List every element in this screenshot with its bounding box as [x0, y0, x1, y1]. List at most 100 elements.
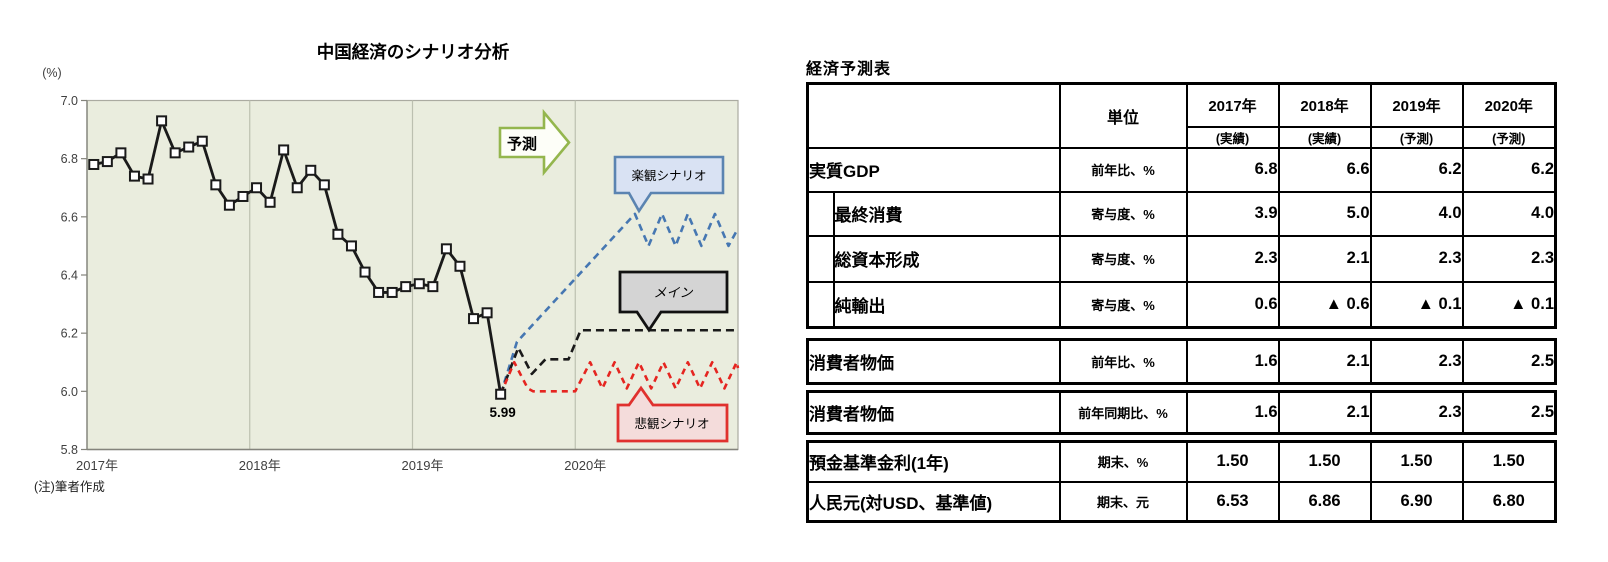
data-point-marker	[142, 173, 154, 185]
forecast-arrow-label: 予測	[507, 135, 537, 153]
cell-value: 2.1	[1277, 338, 1372, 385]
main-callout-box	[618, 270, 729, 333]
row-label: 預金基準金利(1年)	[806, 440, 1061, 483]
row-unit: 前年比、%	[1058, 338, 1188, 385]
pessimistic-callout-box	[616, 385, 729, 443]
row-unit: 寄与度、%	[1058, 190, 1188, 237]
y-axis-unit-label: (%)	[42, 66, 61, 80]
y-axis-tick-labels: 7.06.86.66.46.26.05.8	[61, 94, 78, 457]
cell-value: 2.5	[1461, 390, 1557, 435]
y-tick-label: 7.0	[61, 94, 78, 108]
cell-value: 6.53	[1185, 480, 1280, 523]
data-point-marker	[427, 281, 439, 293]
header-year-2017: 2017年	[1185, 82, 1280, 128]
table-title: 経済予測表	[806, 61, 892, 78]
cell-value: 1.50	[1185, 440, 1280, 483]
data-point-marker	[413, 278, 425, 290]
data-point-marker	[359, 266, 371, 278]
row-unit: 寄与度、%	[1058, 234, 1188, 283]
forecast-table-block-gdp: 単位 2017年 2018年 2019年 2020年 (実績) (実績) (予測…	[806, 82, 1557, 329]
row-unit: 前年同期比、%	[1058, 390, 1188, 435]
data-point-marker	[128, 170, 140, 182]
x-tick-label: 2017年	[76, 458, 118, 473]
cell-value: 2.1	[1277, 390, 1372, 435]
x-tick-label: 2018年	[239, 458, 281, 473]
pessimistic-callout-label: 悲観シナリオ	[634, 416, 709, 431]
data-point-marker	[305, 164, 317, 176]
cell-value: 1.6	[1185, 338, 1280, 385]
cell-value: 6.80	[1461, 480, 1557, 523]
data-point-marker	[156, 115, 168, 127]
row-unit: 期末、元	[1058, 480, 1188, 523]
chart-title: 中国経済のシナリオ分析	[317, 42, 510, 62]
cell-value: 6.6	[1277, 146, 1372, 193]
data-point-marker	[88, 158, 100, 170]
data-point-marker	[169, 147, 181, 159]
main-callout-label: メイン	[653, 285, 693, 300]
data-point-marker	[237, 190, 249, 202]
cell-value: 6.8	[1185, 146, 1280, 193]
cell-value: 1.6	[1185, 390, 1280, 435]
y-tick-label: 6.2	[61, 327, 78, 341]
data-point-marker	[183, 141, 195, 153]
row-unit: 前年比、%	[1058, 146, 1188, 193]
cell-value: 6.2	[1461, 146, 1557, 193]
cell-value: ▲ 0.1	[1461, 280, 1557, 329]
row-label: 最終消費	[832, 190, 1061, 237]
data-point-marker	[291, 182, 303, 194]
header-year-2019: 2019年	[1369, 82, 1464, 128]
x-tick-label: 2019年	[402, 458, 444, 473]
cell-value: 2.3	[1369, 390, 1464, 435]
data-point-marker	[468, 313, 480, 325]
data-point-marker	[400, 281, 412, 293]
row-label: 実質GDP	[806, 146, 1061, 192]
indent-strip	[806, 280, 835, 329]
header-year-2018: 2018年	[1277, 82, 1372, 128]
optimistic-callout-box	[613, 155, 725, 214]
data-point-marker	[481, 307, 493, 319]
row-unit: 期末、%	[1058, 440, 1188, 483]
cell-value: ▲ 0.1	[1369, 280, 1464, 329]
data-point-marker	[332, 228, 344, 240]
header-unit: 単位	[1058, 82, 1188, 149]
cell-value: 5.0	[1277, 190, 1372, 237]
data-point-marker	[223, 199, 235, 211]
cell-value: 4.0	[1369, 190, 1464, 237]
cell-value: 4.0	[1461, 190, 1557, 237]
cell-value: 2.3	[1369, 338, 1464, 385]
data-point-marker	[196, 135, 208, 147]
cell-value: 2.3	[1185, 234, 1280, 283]
indent-strip	[806, 190, 835, 237]
row-label: 消費者物価	[806, 338, 1061, 385]
x-tick-label: 2020年	[564, 458, 606, 473]
source-note: (注)筆者作成	[34, 479, 105, 494]
y-tick-label: 6.4	[61, 269, 78, 283]
cell-value: 2.3	[1461, 234, 1557, 283]
y-tick-label: 5.8	[61, 443, 78, 457]
cell-value: 3.9	[1185, 190, 1280, 237]
header-kind-2017: (実績)	[1185, 125, 1280, 149]
data-point-marker	[101, 156, 113, 168]
cell-value: 2.5	[1461, 338, 1557, 385]
data-point-marker	[251, 182, 263, 194]
axes	[81, 99, 738, 451]
data-point-marker	[373, 286, 385, 298]
y-tick-label: 6.8	[61, 152, 78, 166]
header-year-2020: 2020年	[1461, 82, 1557, 128]
optimistic-callout-label: 楽観シナリオ	[631, 168, 706, 183]
y-tick-label: 6.6	[61, 210, 78, 224]
indent-strip	[806, 234, 835, 283]
data-series	[88, 115, 740, 400]
cell-value: 1.50	[1369, 440, 1464, 483]
row-label: 純輸出	[832, 280, 1061, 329]
header-kind-2020: (予測)	[1461, 125, 1557, 149]
header-kind-2018: (実績)	[1277, 125, 1372, 149]
data-point-marker	[386, 286, 398, 298]
data-point-marker	[440, 243, 452, 255]
data-point-marker	[115, 147, 127, 159]
x-axis-tick-labels: 2017年 2018年 2019年 2020年	[76, 458, 606, 473]
cell-value: 0.6	[1185, 280, 1280, 329]
